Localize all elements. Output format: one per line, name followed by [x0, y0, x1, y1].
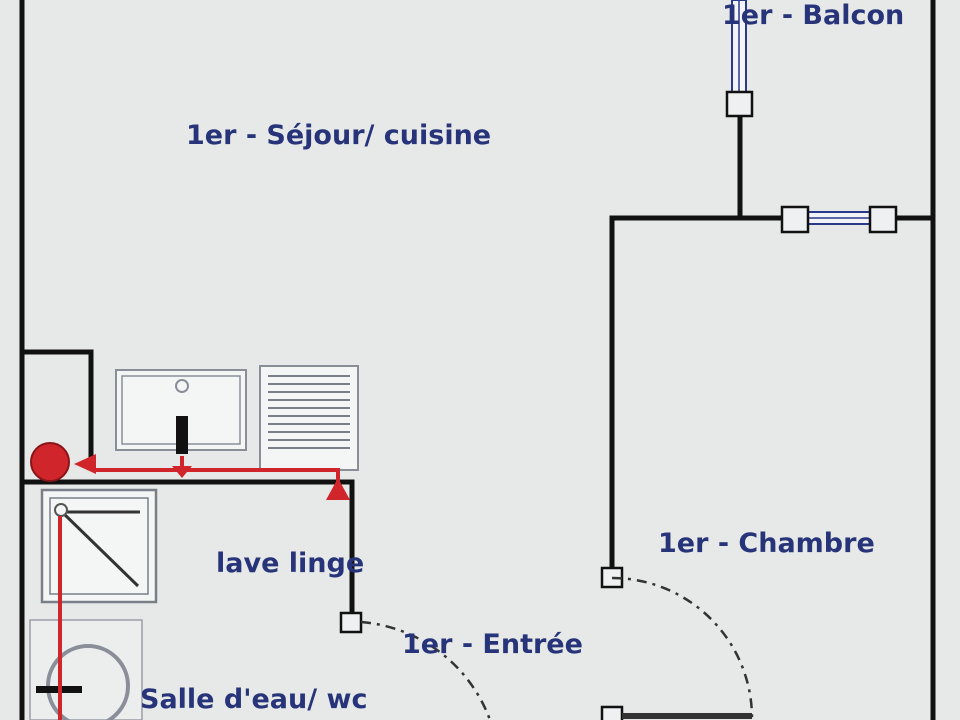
room-label-sejour: 1er - Séjour/ cuisine	[186, 120, 491, 151]
kitchen-sink	[115, 369, 247, 454]
door-entree	[339, 611, 492, 720]
window-balcony-vertical	[725, 0, 754, 118]
faucet-icon	[176, 416, 188, 454]
window-end-post	[868, 205, 898, 234]
fixture-label-washing-machine: lave linge	[216, 548, 364, 579]
room-label-entree: 1er - Entrée	[402, 629, 583, 660]
door-chambre	[600, 566, 754, 720]
shower-drain	[54, 503, 68, 517]
door-swing-arc	[611, 576, 754, 719]
shower-diagonal	[60, 510, 140, 588]
sink-drainboard	[259, 365, 359, 471]
door-hinge-post	[600, 705, 624, 720]
arrow-up-icon	[326, 478, 350, 500]
sink-drain	[175, 379, 189, 393]
door-hinge-post	[339, 611, 363, 634]
arrow-left-icon	[74, 454, 96, 474]
drain-stack-icon	[30, 442, 70, 482]
arrow-junction-icon	[172, 466, 192, 478]
room-label-chambre: 1er - Chambre	[658, 528, 875, 559]
window-chambre-top	[780, 205, 898, 234]
wall-closet	[21, 349, 94, 463]
room-label-salle-eau: Salle d'eau/ wc	[140, 684, 367, 715]
window-end-post	[725, 90, 754, 118]
washbasin	[29, 619, 143, 720]
walls	[19, 0, 936, 720]
room-label-balcon: 1er - Balcon	[722, 0, 904, 31]
window-end-post	[780, 205, 810, 234]
